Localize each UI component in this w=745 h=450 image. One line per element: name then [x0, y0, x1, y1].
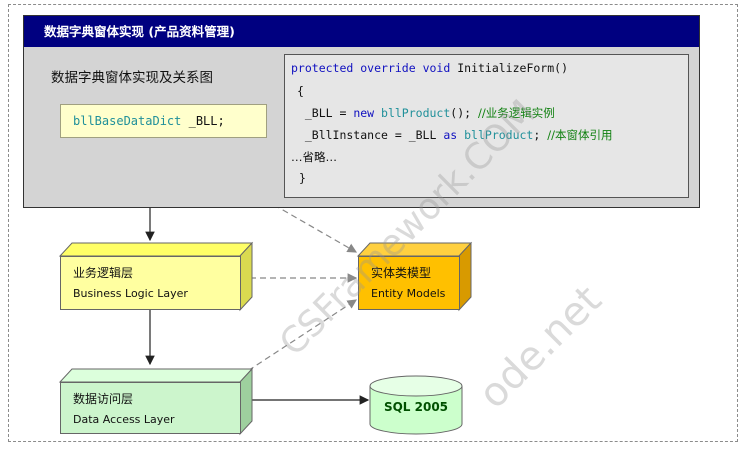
- code-line-5: …省略…: [291, 150, 337, 164]
- entity-box-top: [356, 242, 473, 257]
- entity-label-en: Entity Models: [371, 287, 446, 300]
- form-panel: 数据字典窗体实现 (产品资料管理) 数据字典窗体实现及关系图 protected…: [23, 15, 700, 208]
- entity-label-zh: 实体类模型: [371, 266, 432, 280]
- code-line-6: }: [299, 171, 306, 185]
- entity-models-box: 实体类模型 Entity Models: [358, 256, 460, 310]
- dal-label-zh: 数据访问层: [73, 392, 134, 406]
- dashed-dal-to-entity: [239, 299, 358, 377]
- code-line-4: _BllInstance = _BLL as bllProduct; //本窗体…: [291, 128, 613, 142]
- code-line-3: _BLL = new bllProduct(); //业务逻辑实例: [291, 106, 555, 120]
- data-access-layer-box: 数据访问层 Data Access Layer: [60, 382, 241, 434]
- diagram-frame: [8, 4, 738, 442]
- code-line-1: protected override void InitializeForm(): [291, 61, 568, 75]
- bll-label-zh: 业务逻辑层: [73, 266, 134, 280]
- bll-box-top: [58, 242, 254, 257]
- database-label: SQL 2005: [383, 400, 449, 414]
- database-cylinder-top: [369, 375, 463, 397]
- dal-box-top: [58, 368, 254, 383]
- panel-title: 数据字典窗体实现 (产品资料管理): [24, 16, 699, 47]
- business-logic-layer-box: 业务逻辑层 Business Logic Layer: [60, 256, 241, 310]
- dal-label-en: Data Access Layer: [73, 413, 175, 426]
- code-line-2: {: [297, 84, 304, 98]
- diagram-subtitle: 数据字典窗体实现及关系图: [51, 70, 213, 86]
- bll-label-en: Business Logic Layer: [73, 287, 188, 300]
- code-snippet: protected override void InitializeForm()…: [284, 54, 689, 198]
- bll-variable-box: bllBaseDataDict _BLL;: [60, 104, 267, 138]
- database-cylinder-body: [369, 386, 463, 435]
